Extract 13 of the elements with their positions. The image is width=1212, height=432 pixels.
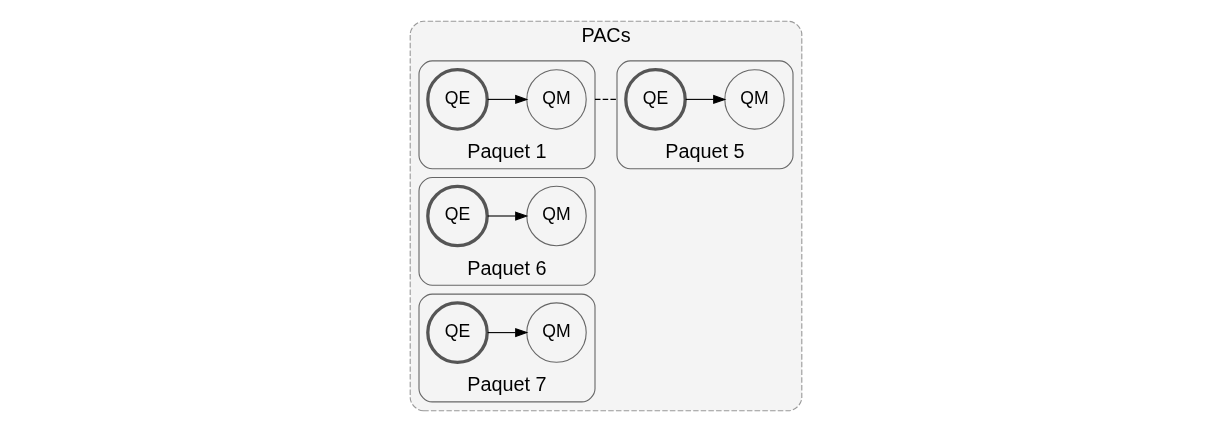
connector [594,98,618,100]
node-circle: QE [426,184,489,248]
node-circle: QM [526,302,587,363]
node-circle: QE [426,301,489,364]
node-circle: QM [526,185,587,247]
arrow [685,94,727,105]
node-circle: QM [526,69,587,130]
arrow [487,94,529,105]
node-circle: QE [624,68,687,131]
node-circle: QE [426,68,489,131]
arrow [487,211,529,221]
node-circle: QM [724,69,785,130]
arrow [487,327,529,338]
